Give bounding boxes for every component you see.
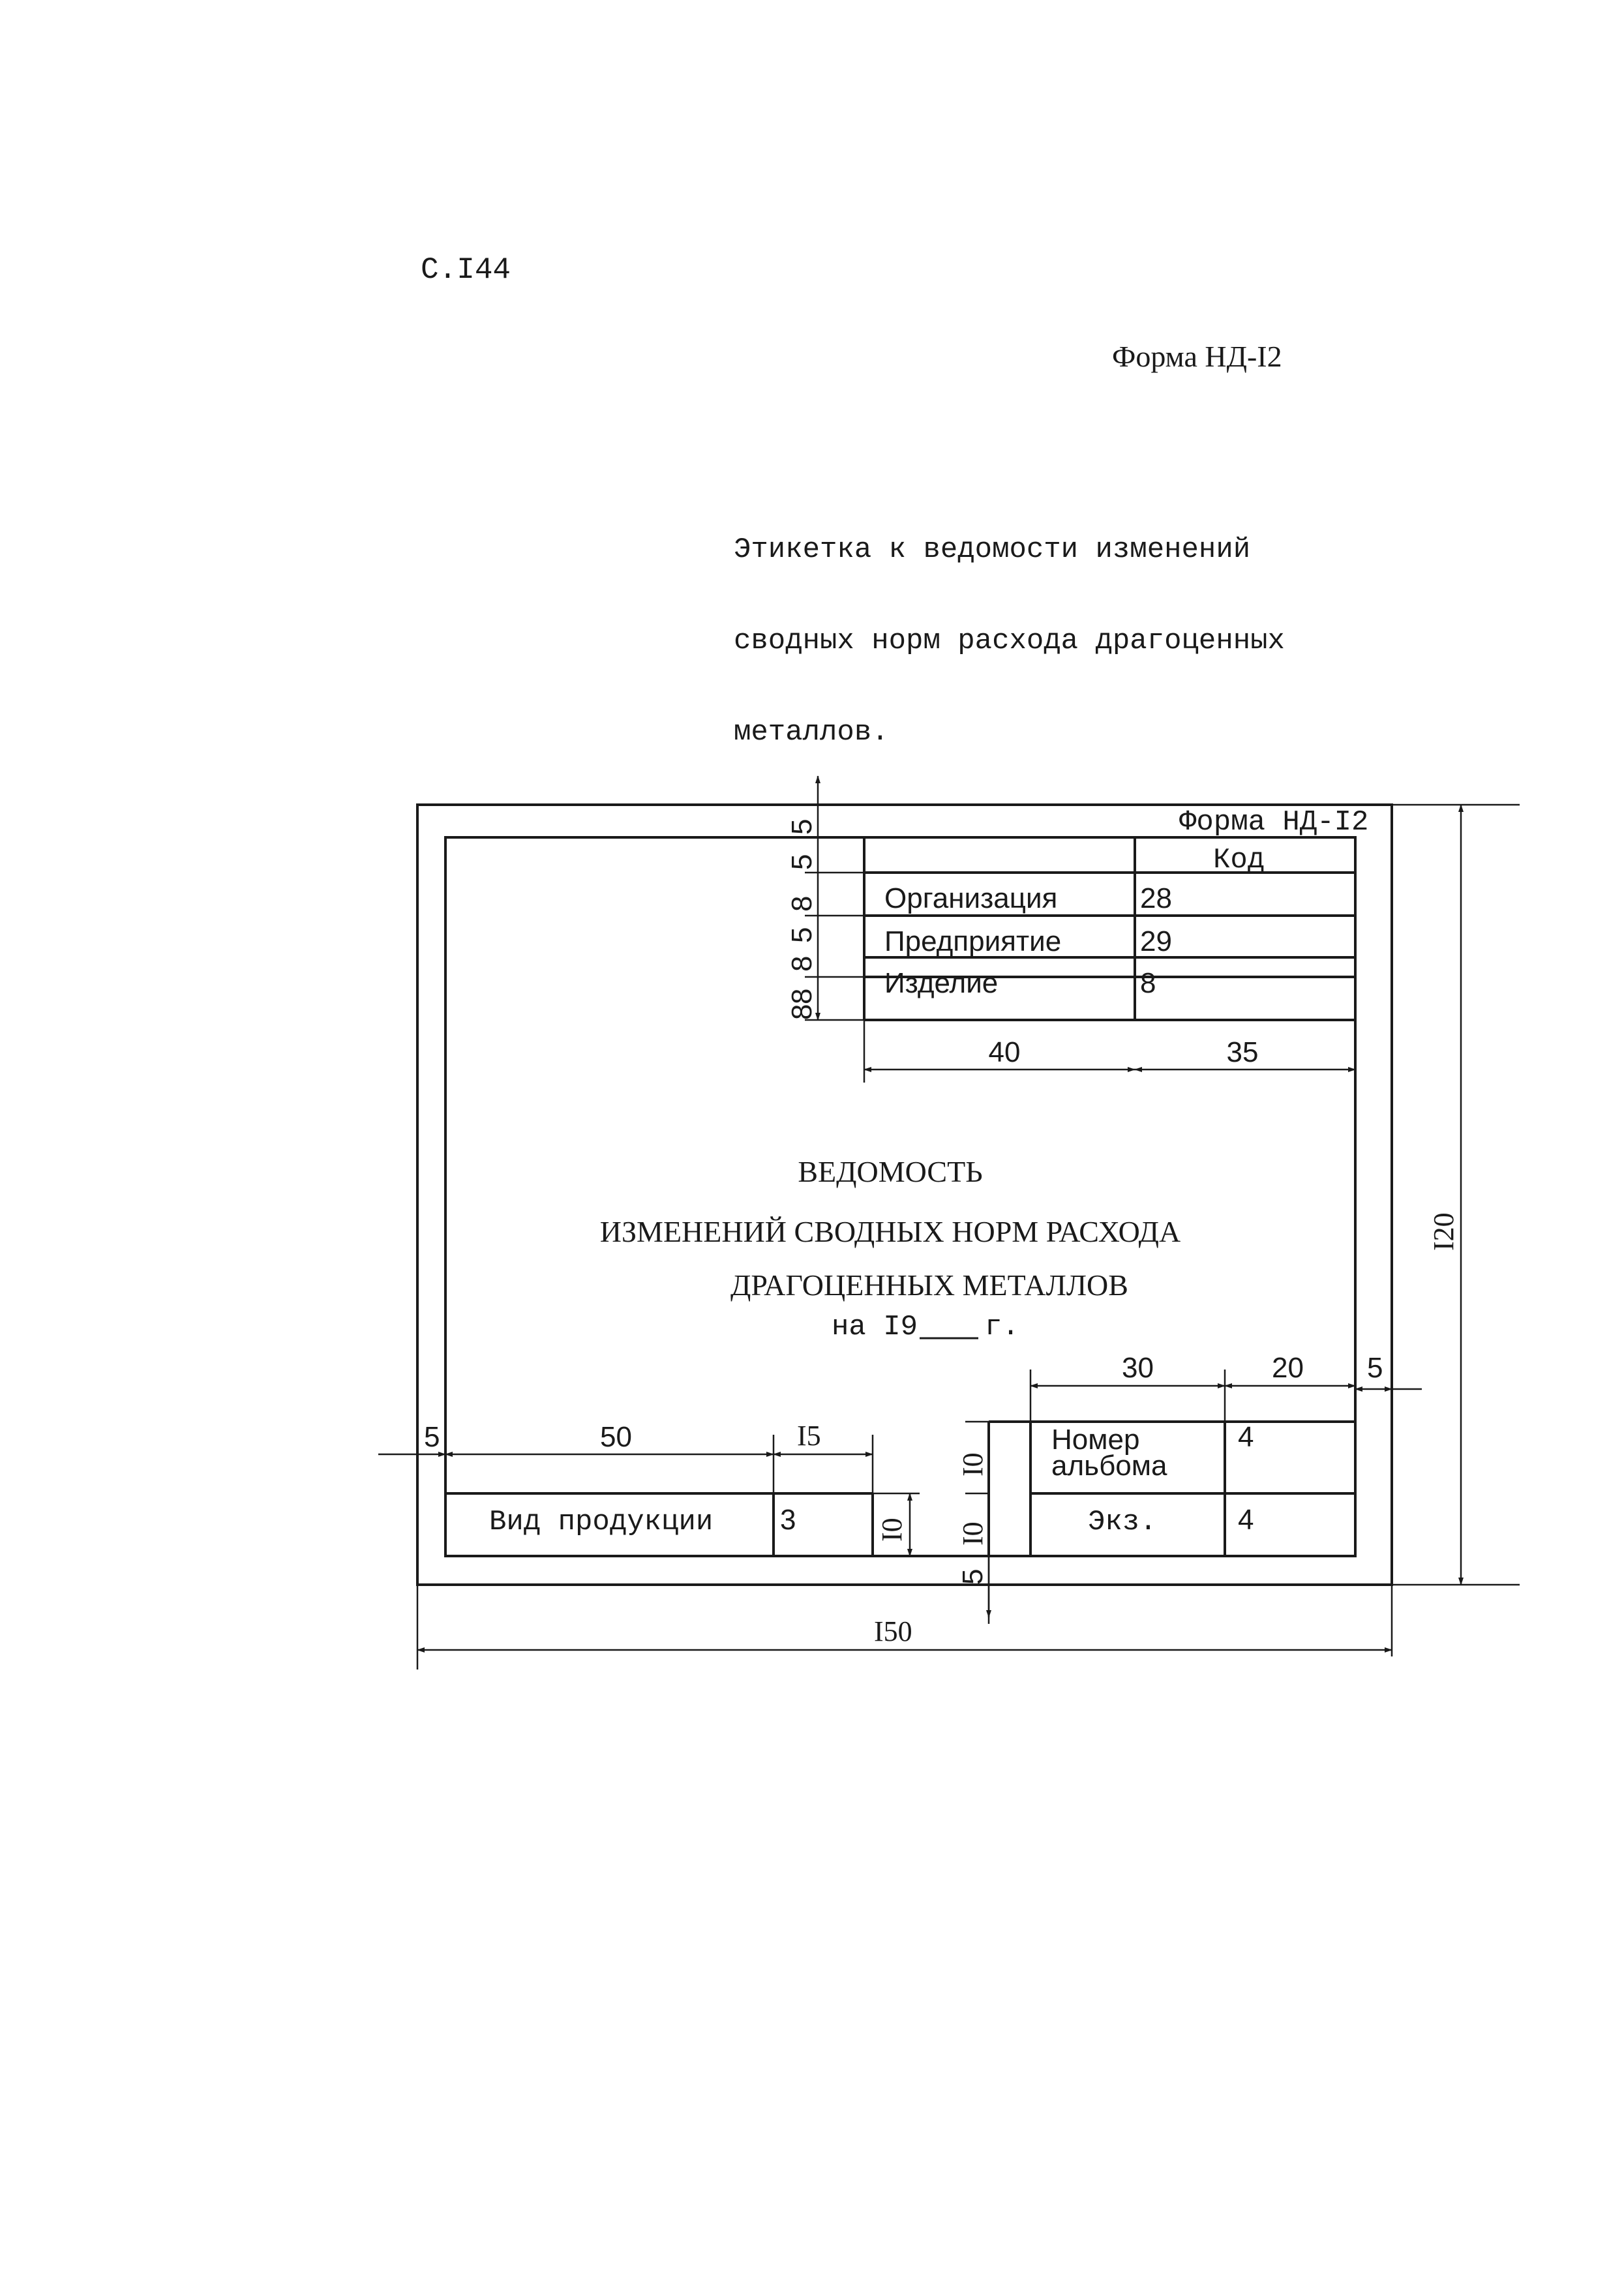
- row-code-enterprise: 29: [1140, 925, 1172, 957]
- dim-col-name: 40: [989, 1036, 1021, 1068]
- dim-bottom-margin: 5: [957, 1569, 989, 1585]
- title-line-3: ДРАГОЦЕННЫХ МЕТАЛЛОВ: [730, 1268, 1128, 1302]
- caption-line: металлов.: [734, 716, 889, 749]
- caption: Этикетка к ведомости изменений сводных н…: [734, 481, 1285, 801]
- product-box: [445, 1492, 874, 1556]
- dim-product-value-width: I5: [797, 1420, 821, 1452]
- year-prefix: на I9: [832, 1311, 918, 1343]
- dim-product-label-width: 50: [600, 1421, 632, 1453]
- label-form-id: Форма НД-I2: [1179, 806, 1368, 839]
- dim-row-4: 8: [786, 1004, 818, 1020]
- row-name-enterprise: Предприятие: [884, 925, 1061, 957]
- title-line-1: ВЕДОМОСТЬ: [798, 1155, 982, 1188]
- dim-top-margin: 5: [786, 819, 818, 835]
- year-suffix: г.: [985, 1311, 1019, 1343]
- form-id: Форма НД-I2: [1112, 340, 1282, 373]
- dim-album-value-width: 20: [1272, 1352, 1304, 1384]
- album-value: 4: [1238, 1421, 1254, 1453]
- copy-value: 4: [1238, 1504, 1254, 1536]
- row-name-organization: Организация: [884, 882, 1057, 914]
- dim-album-label-width: 30: [1122, 1352, 1154, 1384]
- dim-row-2: 8: [786, 956, 818, 972]
- dim-product-height: I0: [876, 1518, 908, 1542]
- album-label-1: Номер: [1051, 1424, 1139, 1456]
- code-header: Код: [1213, 844, 1265, 876]
- dim-row-3: 8: [786, 989, 818, 1004]
- row-code-product: 8: [1140, 967, 1156, 999]
- dim-col-code: 35: [1227, 1036, 1259, 1068]
- dim-total-width: I50: [874, 1615, 912, 1647]
- dimension-lines: [378, 775, 1520, 1670]
- dim-row-1-half: 5: [786, 854, 818, 870]
- dim-total-height: I20: [1428, 1212, 1460, 1251]
- row-code-organization: 28: [1140, 882, 1172, 914]
- code-table: [863, 837, 1355, 1021]
- outer-frame: [416, 803, 1393, 1586]
- product-value: 3: [780, 1504, 796, 1536]
- row-name-product: Изделие: [884, 967, 998, 999]
- dim-left-margin: 5: [424, 1421, 440, 1453]
- caption-line: сводных норм расхода драгоценных: [734, 625, 1285, 657]
- dim-album-row-height: I0: [957, 1452, 989, 1476]
- copy-label: Экз.: [1088, 1506, 1157, 1538]
- album-label-2: альбома: [1051, 1450, 1167, 1482]
- title-line-2: ИЗМЕНЕНИЙ СВОДНЫХ НОРМ РАСХОДА: [600, 1215, 1180, 1248]
- page-number: С.I44: [421, 253, 511, 287]
- dim-copy-row-height: I0: [957, 1521, 989, 1546]
- dim-row-2-half: 5: [786, 927, 818, 943]
- product-label: Вид продукции: [489, 1506, 713, 1538]
- caption-line: Этикетка к ведомости изменений: [734, 533, 1251, 566]
- dim-right-margin: 5: [1367, 1352, 1383, 1384]
- album-box: [987, 1420, 1355, 1556]
- dim-row-1: 8: [786, 896, 818, 912]
- inner-frame: [444, 836, 1357, 1557]
